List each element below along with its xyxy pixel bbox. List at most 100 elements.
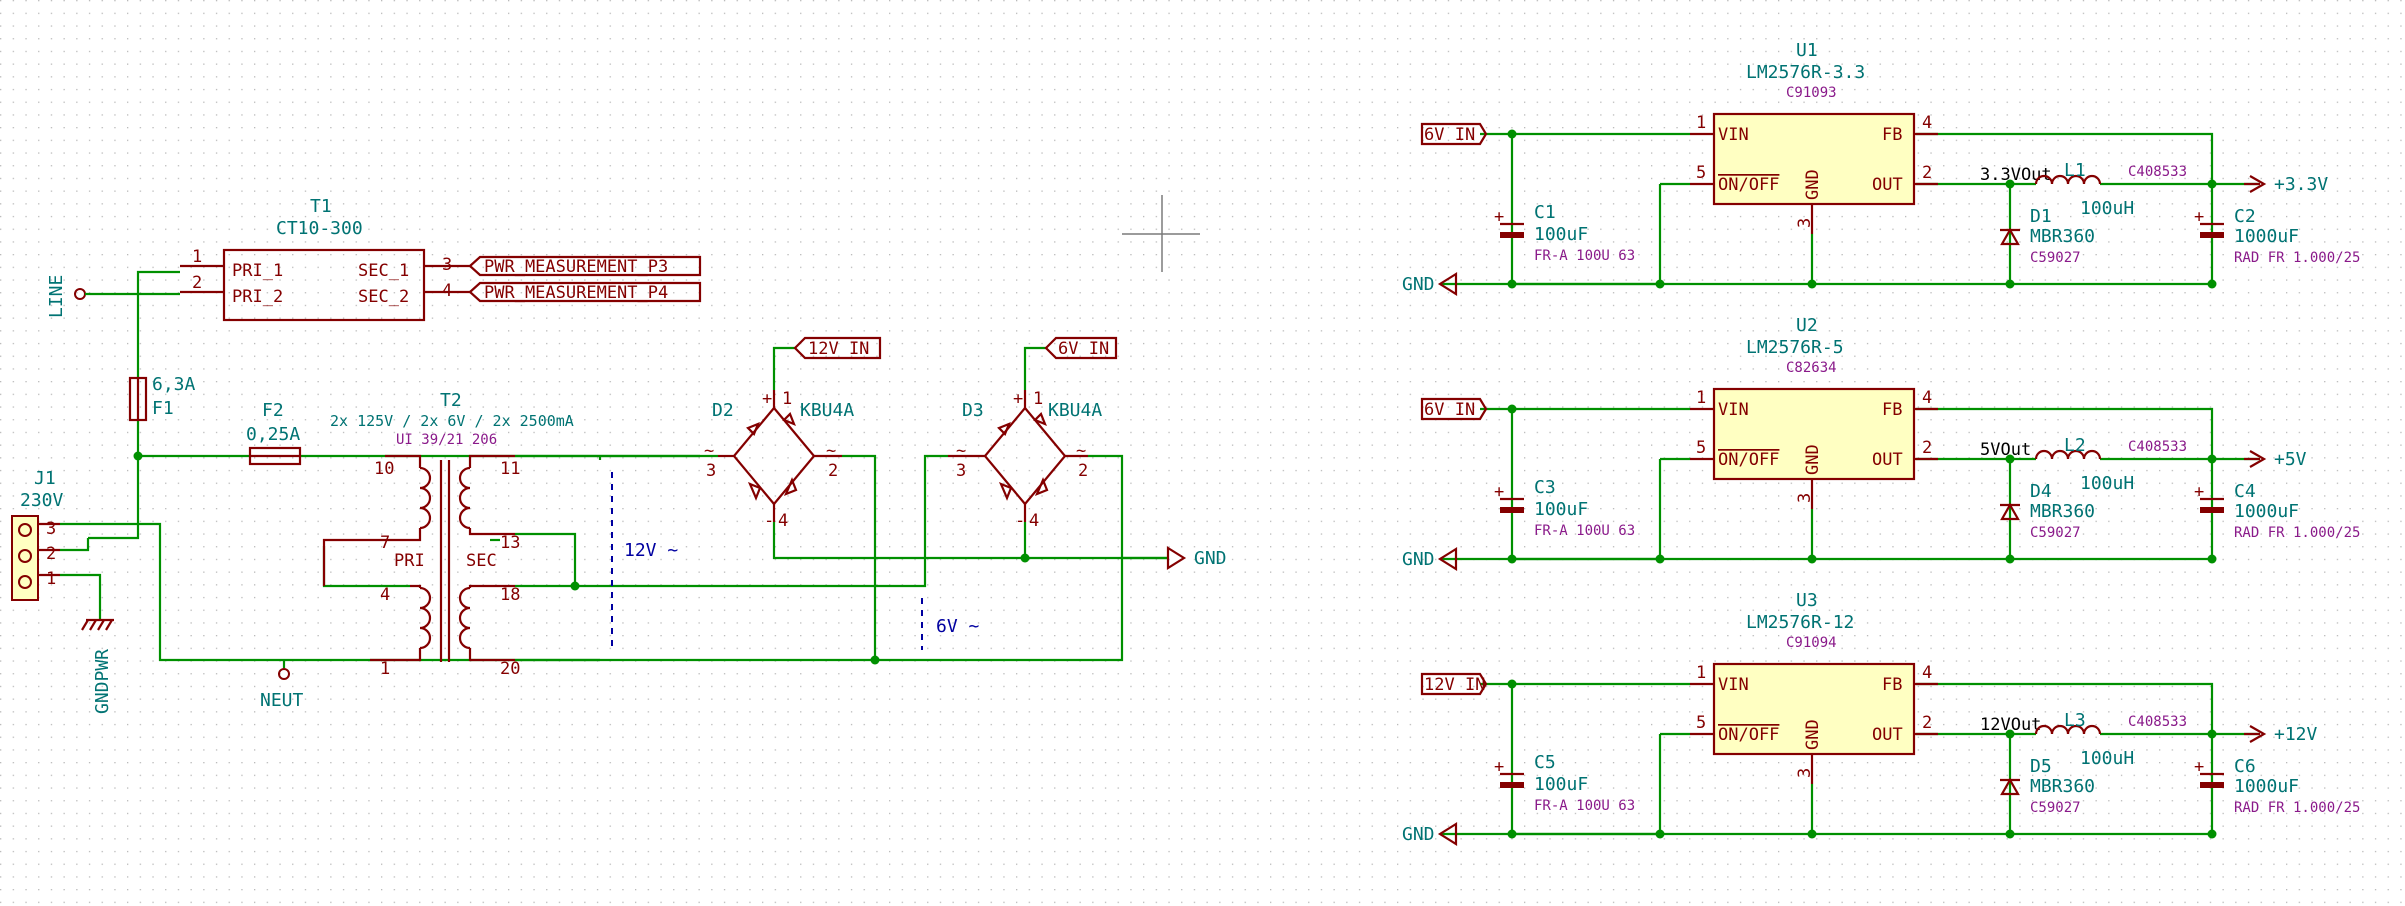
regulator-ref: U3: [1796, 590, 1818, 611]
transformer-t2[interactable]: T2 2x 125V / 2x 6V / 2x 2500mA UI 39/21 …: [322, 390, 574, 679]
cap-part: RAD FR 1.000/25: [2234, 800, 2360, 816]
label-12v-in-bridge[interactable]: 12V_IN: [793, 336, 882, 360]
cap-value: 1000uF: [2234, 226, 2299, 247]
gnd-symbol[interactable]: GND: [1402, 822, 1458, 846]
regulator-block-u2[interactable]: U2LM2576R-5C82634VINON/OFFFBOUTGND154236…: [1402, 315, 2360, 571]
diode-ref: D1: [2030, 206, 2052, 227]
cap-ref: C3: [1534, 477, 1556, 498]
power-rail[interactable]: +3.3V: [2244, 174, 2328, 195]
t2-pin-num: 11: [500, 459, 520, 479]
t2-pin-num: 1: [380, 659, 390, 679]
connector-j1[interactable]: J1 230V 3 2 1: [11, 468, 90, 601]
plus-sign: +: [2194, 482, 2204, 502]
d2-ac: ~: [826, 441, 836, 461]
power-rail[interactable]: +12V: [2244, 724, 2318, 745]
gnd-symbol[interactable]: GND: [1402, 272, 1458, 296]
t2-value: 2x 125V / 2x 6V / 2x 2500mA: [330, 412, 574, 430]
neut-terminal[interactable]: NEUT: [260, 668, 304, 711]
bridge-rectifier-d2[interactable]: D2 KBU4A 1 2 3 4 + - ~ ~: [704, 389, 854, 531]
t1-value: CT10-300: [276, 218, 363, 239]
inductor-part: C408533: [2128, 439, 2187, 455]
d2-pin-num: 2: [828, 461, 838, 481]
pin-gnd: GND: [1803, 444, 1823, 475]
label-6v-in-bridge[interactable]: 6V_IN: [1044, 336, 1118, 360]
fuse-f1[interactable]: 6,3A F1: [128, 374, 196, 422]
power-rail[interactable]: +5V: [2244, 449, 2307, 470]
inductor-value: 100uH: [2080, 473, 2134, 494]
t1-ref: T1: [310, 196, 332, 217]
fuse-f2[interactable]: F2 0,25A: [246, 400, 302, 466]
ic-body: [1712, 662, 1916, 756]
plus-sign: +: [2194, 757, 2204, 777]
d3-pin-num: 3: [956, 461, 966, 481]
gnd-label: GND: [1402, 824, 1435, 845]
f2-value: 0,25A: [246, 424, 300, 445]
t1-pin-sec1: SEC_1: [358, 261, 409, 281]
diode-part: C59027: [2030, 525, 2081, 541]
transformer-t1[interactable]: T1 CT10-300 PRI_1 PRI_2 SEC_1 SEC_2 1 2 …: [180, 196, 470, 322]
gndpwr-symbol[interactable]: GNDPWR: [81, 618, 114, 714]
pin-num: 2: [1922, 713, 1932, 733]
inductor-ref: L1: [2064, 160, 2086, 181]
cursor-crosshair-icon: [1122, 195, 1200, 272]
plus-sign: +: [2194, 207, 2204, 227]
bridge-rectifier-d3[interactable]: D3 KBU4A 1 2 3 4 + - ~ ~: [948, 389, 1102, 531]
junction-dot: [2005, 554, 2015, 564]
pin-vin: VIN: [1718, 675, 1749, 695]
junction-dot: [1655, 279, 1665, 289]
label-pwr-measurement-p3[interactable]: PWR_MEASUREMENT_P3: [468, 255, 702, 277]
pin-onoff: ON/OFF: [1718, 175, 1779, 195]
cap-ref: C2: [2234, 206, 2256, 227]
junction-dot: [2207, 554, 2217, 564]
junction-dot: [2207, 829, 2217, 839]
f2-ref: F2: [262, 400, 284, 421]
label-input[interactable]: 12V_IN: [1420, 672, 1488, 696]
label-text: 12V_IN: [1424, 675, 1485, 695]
gnd-symbol-bridges[interactable]: GND: [1122, 546, 1227, 570]
cap-part: FR-A 100U 63: [1534, 798, 1635, 814]
pin-fb: FB: [1882, 400, 1902, 420]
gndpwr-label: GNDPWR: [92, 649, 113, 714]
junction-dot: [1507, 679, 1517, 689]
diode-value: MBR360: [2030, 776, 2095, 797]
note-6v-text: 6V ~: [936, 616, 980, 637]
pin-num: 1: [1696, 663, 1706, 683]
label-input[interactable]: 6V_IN: [1420, 397, 1488, 421]
pin-num: 5: [1696, 438, 1706, 458]
regulator-part: C82634: [1786, 360, 1837, 376]
cap-part: FR-A 100U 63: [1534, 248, 1635, 264]
gnd-symbol[interactable]: GND: [1402, 547, 1458, 571]
regulator-block-u1[interactable]: U1LM2576R-3.3C91093VINON/OFFFBOUTGND1542…: [1402, 40, 2360, 296]
regulator-ref: U1: [1796, 40, 1818, 61]
regulator-block-u3[interactable]: U3LM2576R-12C91094VINON/OFFFBOUTGND15423…: [1402, 590, 2360, 846]
label-pwr-measurement-p4[interactable]: PWR_MEASUREMENT_P4: [468, 281, 702, 303]
pin-num: 4: [1922, 388, 1932, 408]
pin-num: 2: [1922, 438, 1932, 458]
junction-dot: [1807, 279, 1817, 289]
note-6v: 6V ~: [921, 598, 980, 650]
rail-label: +5V: [2274, 449, 2307, 470]
label-input[interactable]: 6V_IN: [1420, 122, 1488, 146]
inductor-part: C408533: [2128, 714, 2187, 730]
cap-value: 1000uF: [2234, 776, 2299, 797]
j1-pin-num: 2: [46, 544, 56, 564]
pin-num: 1: [1696, 113, 1706, 133]
junction-dot: [1655, 554, 1665, 564]
t1-pin-num: 1: [192, 247, 202, 267]
cap-value: 100uF: [1534, 499, 1588, 520]
t2-label-pri: PRI: [394, 551, 425, 571]
pin-gnd: GND: [1803, 169, 1823, 200]
